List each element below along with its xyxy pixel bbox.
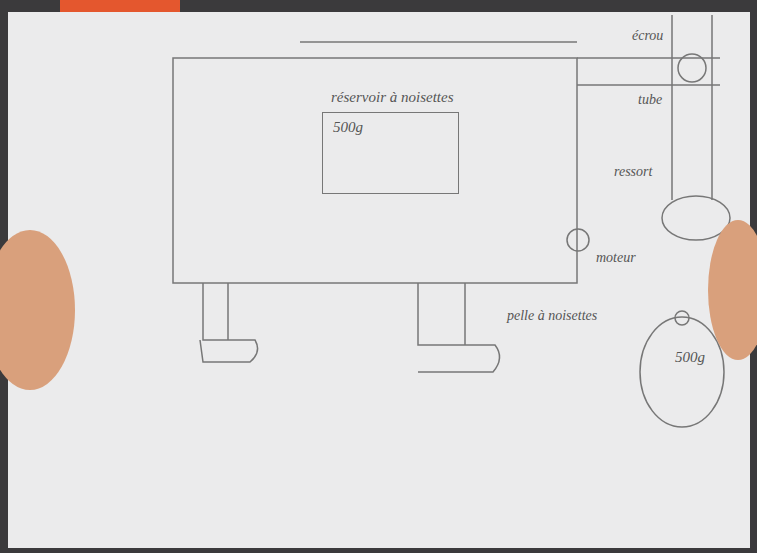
part-label: pelle à noisettes: [505, 308, 599, 324]
reservoir-box: réservoir à noisettes500g: [322, 112, 459, 194]
box-heading: réservoir à noisettes: [331, 89, 453, 106]
weight-oval: 500g: [645, 345, 735, 405]
part-label: tube: [636, 92, 664, 108]
part-label: ressort: [612, 164, 654, 180]
box-text: 500g: [333, 119, 448, 136]
part-label: moteur: [594, 250, 638, 266]
box-text: 500g: [649, 349, 731, 366]
part-label: écrou: [630, 28, 665, 44]
